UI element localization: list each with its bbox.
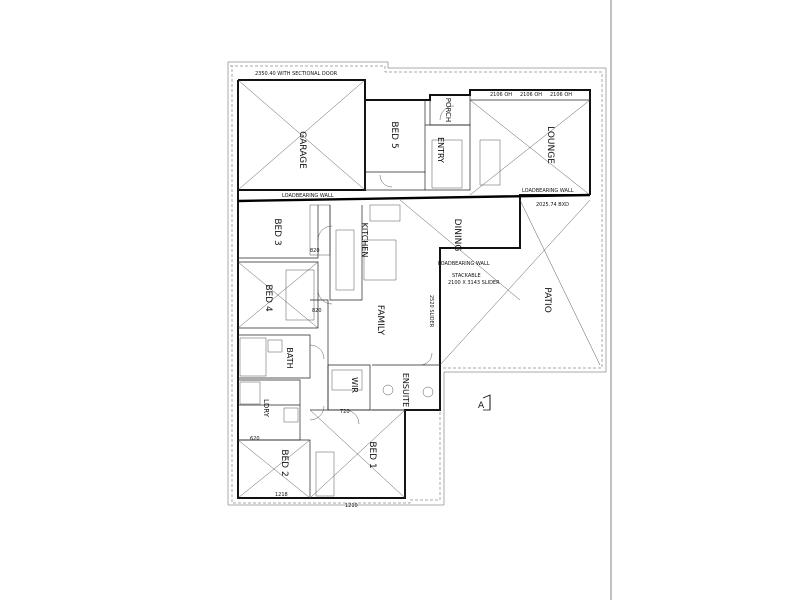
label-bed2: BED 2 [279, 449, 289, 476]
note-dim-720: 720 [340, 409, 350, 415]
label-family: FAMILY [375, 305, 385, 336]
label-bed5: BED 5 [389, 121, 399, 148]
label-lndry: LDRY [262, 399, 270, 418]
outer-walls [237, 79, 591, 499]
label-garage: GARAGE [297, 131, 307, 169]
note-dim-820a: 820 [310, 248, 320, 254]
note-dim-820b: 820 [312, 308, 322, 314]
label-dining: DINING [452, 219, 462, 252]
label-lounge: LOUNGE [545, 126, 555, 164]
room-diagonals [237, 79, 601, 499]
note-dim-2106a: 2106 OH [490, 92, 512, 98]
label-bed1: BED 1 [367, 441, 377, 468]
label-bath: BATH [285, 347, 294, 368]
note-dim-2106b: 2106 OH [520, 92, 542, 98]
note-dim-2025: 2025.74 BXD [536, 202, 569, 208]
interior-walls [237, 95, 591, 498]
note-slider-size: 2100 X 3143 SLIDER [448, 280, 500, 286]
note-dim-1210: 1210 [345, 503, 358, 509]
label-ensuite: ENSUITE [401, 373, 410, 407]
note-loadbearing-mid: LOADBEARING WALL [438, 261, 490, 267]
note-dim-2520: 2520 SLIDER [428, 295, 434, 328]
note-garage-door: 2350.40 WITH SECTIONAL DOOR [255, 71, 338, 77]
note-stackable: STACKABLE [452, 273, 481, 279]
note-section: A [478, 401, 485, 411]
note-dim-1218: 1218 [275, 492, 288, 498]
door-swings [309, 105, 455, 425]
note-dim-2106c: 2106 OH [550, 92, 572, 98]
room-labels: GARAGE BED 5 PORCH ENTRY LOUNGE BED 3 KI… [262, 98, 555, 477]
drawing-notes: 2350.40 WITH SECTIONAL DOOR LOADBEARING … [250, 71, 574, 509]
section-marker [482, 394, 491, 411]
label-entry: ENTRY [436, 137, 445, 163]
label-bed4: BED 4 [263, 284, 273, 312]
note-dim-620: 620 [250, 436, 260, 442]
label-wir: WIR [350, 377, 359, 393]
label-porch: PORCH [444, 98, 452, 122]
label-bed3: BED 3 [272, 218, 282, 245]
note-loadbearing-right: LOADBEARING WALL [522, 188, 574, 194]
note-loadbearing-top: LOADBEARING WALL [282, 193, 334, 199]
label-patio: PATIO [542, 287, 552, 313]
label-kitchen: KITCHEN [360, 223, 369, 258]
